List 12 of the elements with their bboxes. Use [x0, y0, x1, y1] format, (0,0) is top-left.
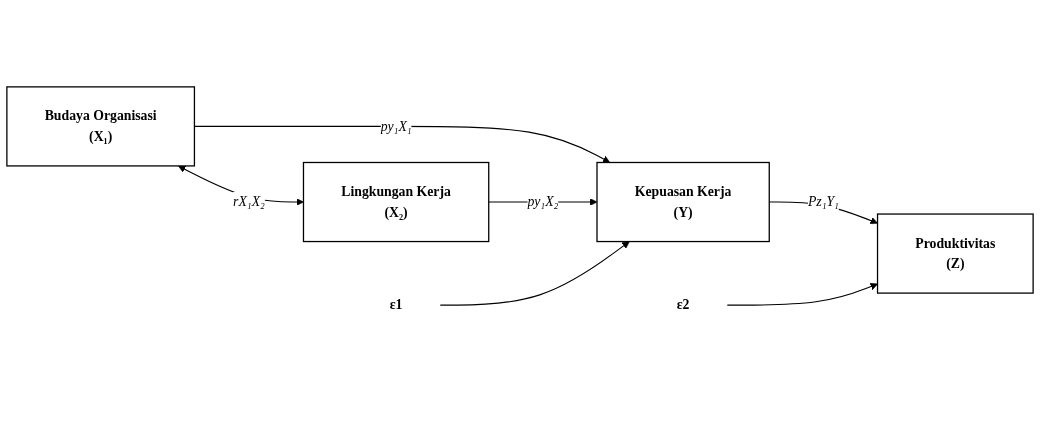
edge-label: py₁X₂ [527, 194, 559, 209]
edge-label: Pz₁Y₁ [807, 194, 839, 209]
node-text: ε2 [676, 297, 690, 312]
node-text: ε1 [389, 297, 403, 312]
arrow [439, 241, 630, 306]
arrow [726, 282, 878, 306]
node-box: Produktivitas (Z) [876, 213, 1034, 294]
edge-label: py₁X₁ [380, 118, 412, 134]
edge-label: rX₁X₂ [233, 194, 265, 209]
node-box: Kepuasan Kerja (Y) [596, 161, 770, 243]
node-box: Budaya Organisasi (X₁) [6, 86, 196, 167]
node-box: Lingkungan Kerja (X₂) [302, 161, 490, 243]
